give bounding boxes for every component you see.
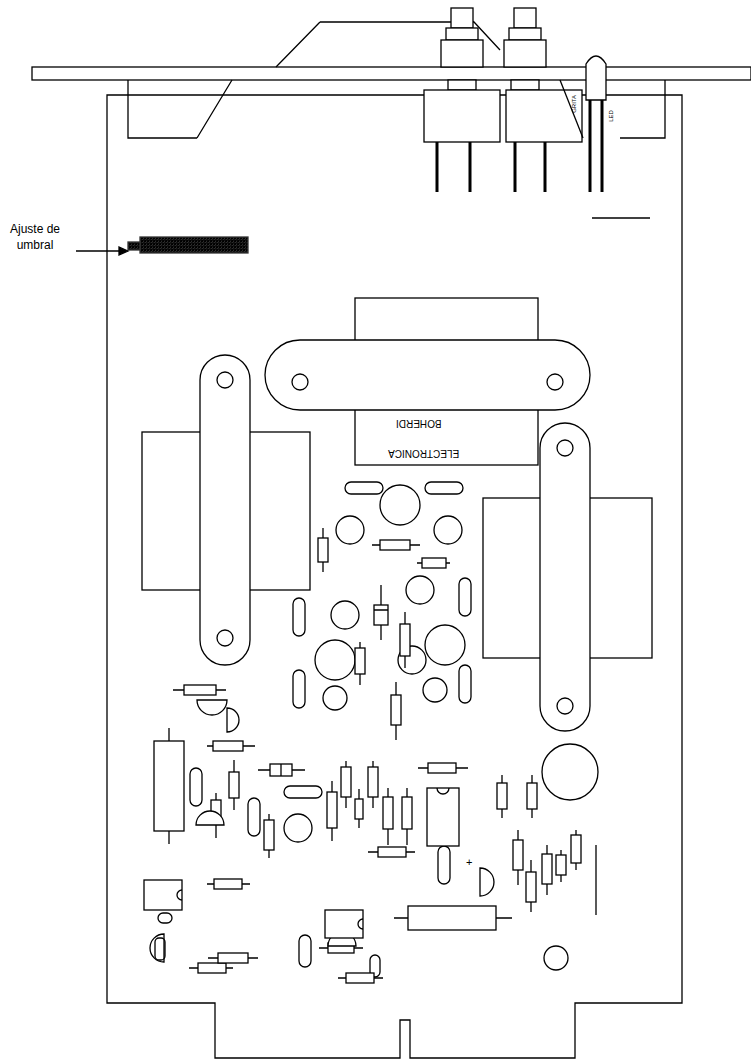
semiconductor-symbol: +: [144, 585, 596, 962]
silkscreen-line: [592, 217, 650, 218]
arrow-head: [119, 247, 128, 255]
pin: [437, 100, 602, 192]
svg-text:+: +: [466, 856, 472, 868]
resistor-symbol: [173, 528, 581, 983]
callout-label: Ajuste de umbral: [6, 222, 64, 253]
front-panel: [32, 67, 751, 80]
board-outline: [107, 95, 682, 1058]
push-button: [424, 8, 582, 142]
led-symbol: [586, 56, 606, 100]
silkscreen-text: GRITA: [571, 95, 579, 113]
silkscreen-text: ELECTRONICA: [388, 447, 459, 460]
transformer-symbol: [142, 298, 652, 731]
silkscreen-text: BOHERDI: [396, 417, 442, 430]
connector-outline: [128, 80, 665, 138]
silkscreen-text: LED: [608, 110, 616, 122]
leader-line: [560, 80, 583, 138]
trimmer-potentiometer: [140, 237, 248, 253]
capacitor-symbol: [158, 482, 598, 977]
trimmer-screw: [128, 242, 140, 250]
leader-arrow: [76, 250, 122, 251]
